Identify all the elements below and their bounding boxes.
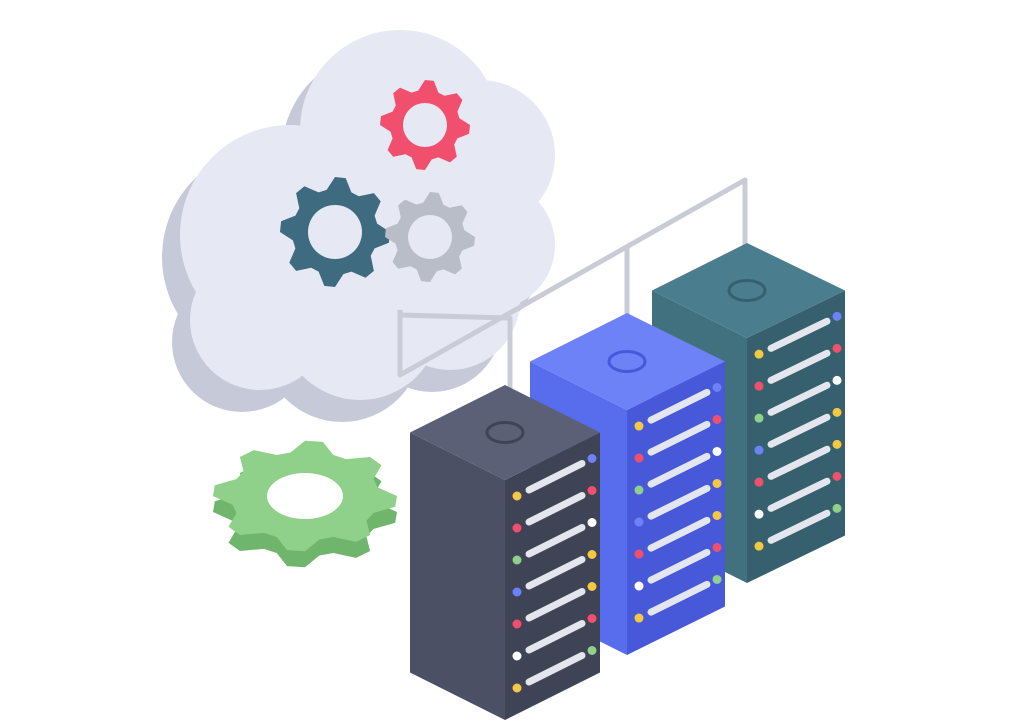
gear-hole	[403, 103, 447, 147]
server-slot-bar	[525, 588, 586, 622]
server-left-face	[410, 432, 505, 720]
server-led	[512, 683, 522, 693]
gear-hole	[408, 215, 452, 259]
server-led	[634, 485, 644, 495]
server-led	[512, 651, 522, 661]
server-led	[754, 349, 764, 359]
server-slot-bar	[647, 388, 711, 424]
server-slot-bar	[647, 484, 711, 520]
server-led	[587, 582, 597, 591]
server-slot-bar	[767, 349, 831, 384]
server-led	[832, 375, 842, 385]
server-slot-bar	[647, 516, 711, 552]
server-led	[712, 382, 722, 392]
server-port	[485, 421, 525, 444]
server-led	[512, 587, 522, 597]
server-slot-bar	[647, 548, 711, 584]
gray-gear-icon	[385, 192, 475, 282]
server-led	[712, 446, 722, 456]
server-slot-bar	[767, 477, 831, 512]
green-gear-icon	[213, 440, 397, 568]
server-slot-bar	[767, 509, 831, 544]
server-led	[587, 454, 597, 463]
dark-gear-icon	[280, 177, 390, 287]
server-led	[832, 471, 842, 481]
server-slot-bar	[767, 445, 831, 480]
pipe-main	[397, 177, 748, 378]
server-slot-bar	[647, 420, 711, 456]
server-led	[832, 407, 842, 417]
server-led	[634, 453, 644, 463]
server-slot-bar	[767, 381, 831, 416]
server-led	[587, 646, 597, 655]
server-slot-bar	[525, 652, 586, 686]
server-led	[754, 509, 764, 519]
server-led	[754, 477, 764, 487]
server-led	[587, 486, 597, 495]
server-led	[754, 381, 764, 391]
server-led	[634, 421, 644, 431]
server-slot-bar	[525, 492, 586, 526]
server-slot-bar	[525, 524, 586, 558]
server-led	[754, 445, 764, 455]
server-led	[512, 619, 522, 629]
server-led	[587, 614, 597, 623]
server-racks	[410, 243, 845, 720]
server-slot-bar	[767, 317, 831, 352]
server-slot-bar	[525, 620, 586, 654]
server-led	[832, 439, 842, 449]
server-led	[712, 510, 722, 520]
server-led	[587, 518, 597, 527]
server-led	[634, 517, 644, 527]
server-led	[512, 523, 522, 533]
server-slot-bar	[767, 413, 831, 448]
green-gear-hole	[267, 473, 343, 519]
server-top-face	[652, 243, 845, 338]
server-led	[712, 542, 722, 552]
server-led	[832, 343, 842, 353]
server-led	[712, 478, 722, 488]
server-led	[832, 311, 842, 321]
server-slot-bar	[647, 452, 711, 488]
red-gear-icon	[380, 80, 470, 170]
server-led	[634, 581, 644, 591]
server-slot-bar	[647, 580, 711, 616]
server-led	[634, 549, 644, 559]
server-led	[512, 555, 522, 565]
gear-hole	[308, 205, 362, 259]
server-led	[712, 574, 722, 584]
server-port	[607, 350, 647, 373]
server-slot-bar	[525, 556, 586, 590]
server-led	[712, 414, 722, 424]
server-led	[754, 413, 764, 423]
cloud-gears	[280, 80, 475, 287]
server-led	[587, 550, 597, 559]
server-led	[832, 503, 842, 513]
server-led	[634, 613, 644, 623]
server-led	[512, 491, 522, 501]
server-top-face	[410, 385, 600, 480]
server-dark	[410, 385, 600, 720]
server-led	[754, 541, 764, 551]
server-port	[727, 279, 767, 302]
server-top-face	[530, 313, 725, 410]
server-slot-bar	[525, 460, 586, 494]
